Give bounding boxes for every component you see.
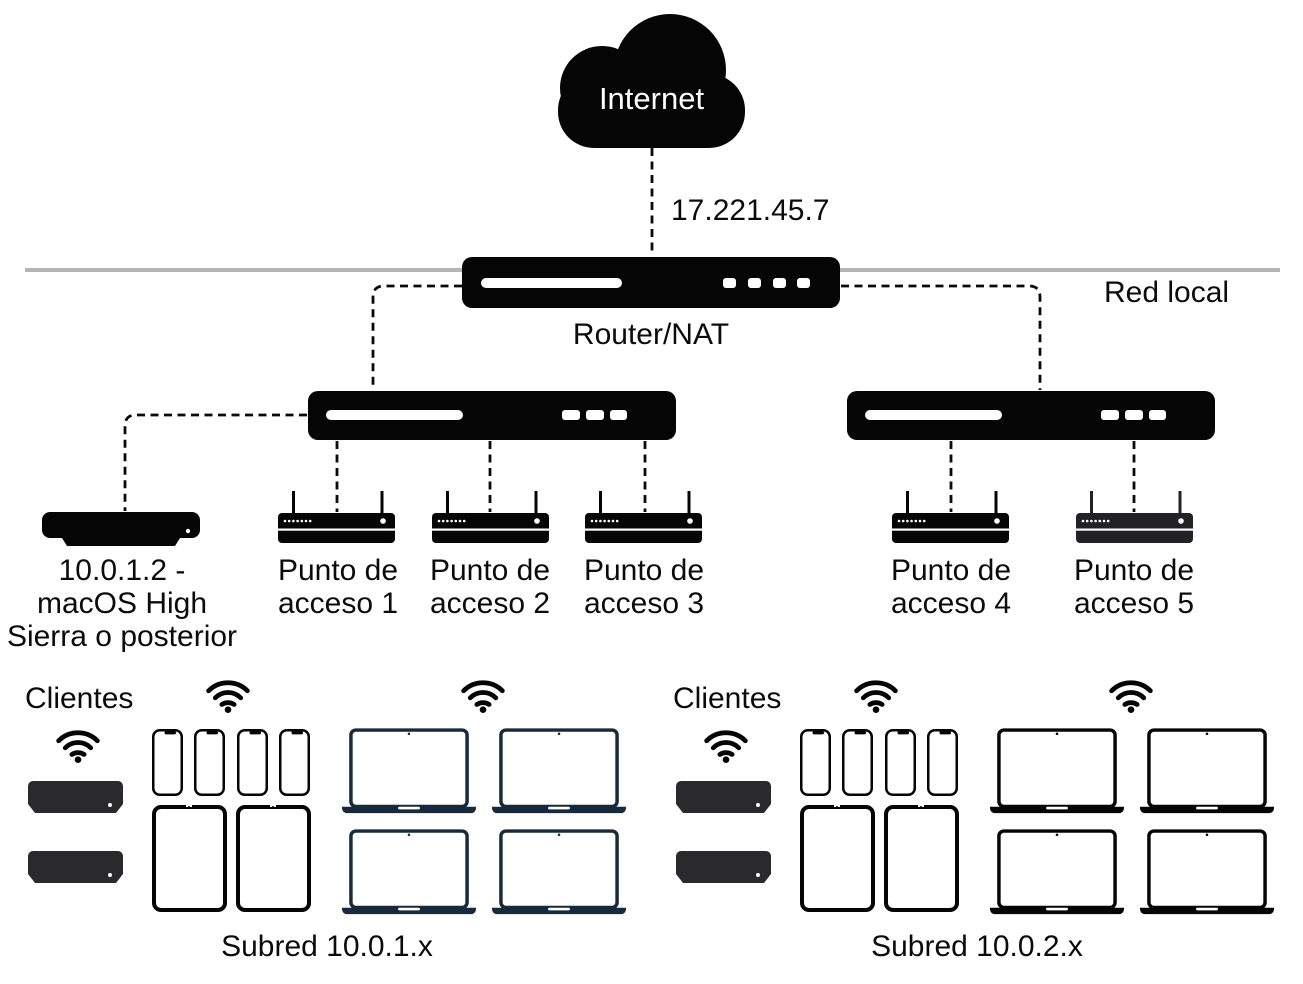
- macbook-icon: [1140, 728, 1274, 814]
- access-point-4-label: Punto de acceso 4: [871, 554, 1031, 620]
- ipad-icon: [884, 805, 959, 912]
- access-point-2-label: Punto de acceso 2: [410, 554, 570, 620]
- router-icon: [462, 257, 840, 308]
- local-network-label: Red local: [1104, 276, 1230, 309]
- iphone-icon: [194, 729, 225, 796]
- server-label-line2: macOS High: [36, 587, 208, 620]
- ipad-icon: [152, 805, 227, 912]
- iphone-icon: [152, 729, 183, 796]
- ap3-label-line1: Punto de: [583, 554, 705, 587]
- macbook-icon: [1140, 829, 1274, 915]
- link-router-switch-right: [841, 284, 1042, 390]
- server-label-line3: Sierra o posterior: [6, 620, 238, 653]
- ap1-label-line1: Punto de: [277, 554, 399, 587]
- internet-label: Internet: [598, 81, 705, 116]
- ap4-label-line1: Punto de: [890, 554, 1012, 587]
- iphone-icon: [842, 729, 873, 796]
- clients-right-label: Clientes: [673, 682, 782, 715]
- wifi-icon: [1108, 678, 1154, 713]
- access-point-4-icon: [892, 491, 1009, 543]
- macbook-icon: [492, 728, 626, 814]
- subnet-left-label: Subred 10.0.1.x: [221, 930, 433, 963]
- ap2-label-line2: acceso 2: [429, 587, 551, 620]
- ap4-label-line2: acceso 4: [890, 587, 1012, 620]
- mac-mini-client-icon: [676, 781, 771, 818]
- subnet-right-label: Subred 10.0.2.x: [871, 930, 1083, 963]
- macbook-icon: [342, 829, 476, 915]
- server-label-line1: 10.0.1.2 -: [58, 554, 186, 587]
- wan-ip-label: 17.221.45.7: [671, 194, 830, 227]
- macbook-icon: [342, 728, 476, 814]
- iphone-icon: [279, 729, 310, 796]
- router-label: Router/NAT: [572, 318, 730, 351]
- switch-right-icon: [847, 391, 1215, 440]
- macbook-icon: [492, 829, 626, 915]
- link-switch-left-server: [123, 413, 307, 511]
- iphone-icon: [927, 729, 958, 796]
- iphone-icon: [800, 729, 831, 796]
- server-label: 10.0.1.2 - macOS High Sierra o posterior: [0, 554, 244, 653]
- wifi-icon: [853, 678, 899, 713]
- wifi-icon: [205, 678, 251, 713]
- link-router-switch-left: [371, 284, 462, 390]
- macbook-icon: [990, 829, 1124, 915]
- access-point-1-icon: [278, 491, 395, 543]
- wifi-icon: [55, 728, 101, 763]
- ipad-icon: [236, 805, 311, 912]
- access-point-2-icon: [432, 491, 549, 543]
- access-point-5-label: Punto de acceso 5: [1054, 554, 1214, 620]
- iphone-icon: [237, 729, 268, 796]
- access-point-1-label: Punto de acceso 1: [258, 554, 418, 620]
- ipad-icon: [800, 805, 875, 912]
- internet-cloud-icon: [558, 12, 745, 148]
- switch-left-icon: [308, 391, 676, 440]
- ap1-label-line2: acceso 1: [277, 587, 399, 620]
- mac-mini-client-icon: [676, 851, 771, 888]
- iphone-icon: [885, 729, 916, 796]
- wifi-icon: [460, 678, 506, 713]
- mac-mini-client-icon: [28, 851, 123, 888]
- macbook-icon: [990, 728, 1124, 814]
- access-point-5-icon: [1076, 491, 1193, 543]
- ap5-label-line1: Punto de: [1073, 554, 1195, 587]
- wifi-icon: [703, 728, 749, 763]
- access-point-3-icon: [585, 491, 702, 543]
- access-point-3-label: Punto de acceso 3: [564, 554, 724, 620]
- mac-mini-client-icon: [28, 781, 123, 818]
- ap2-label-line1: Punto de: [429, 554, 551, 587]
- ap5-label-line2: acceso 5: [1073, 587, 1195, 620]
- server-mac-mini-icon: [42, 512, 200, 546]
- clients-left-label: Clientes: [25, 682, 134, 715]
- ap3-label-line2: acceso 3: [583, 587, 705, 620]
